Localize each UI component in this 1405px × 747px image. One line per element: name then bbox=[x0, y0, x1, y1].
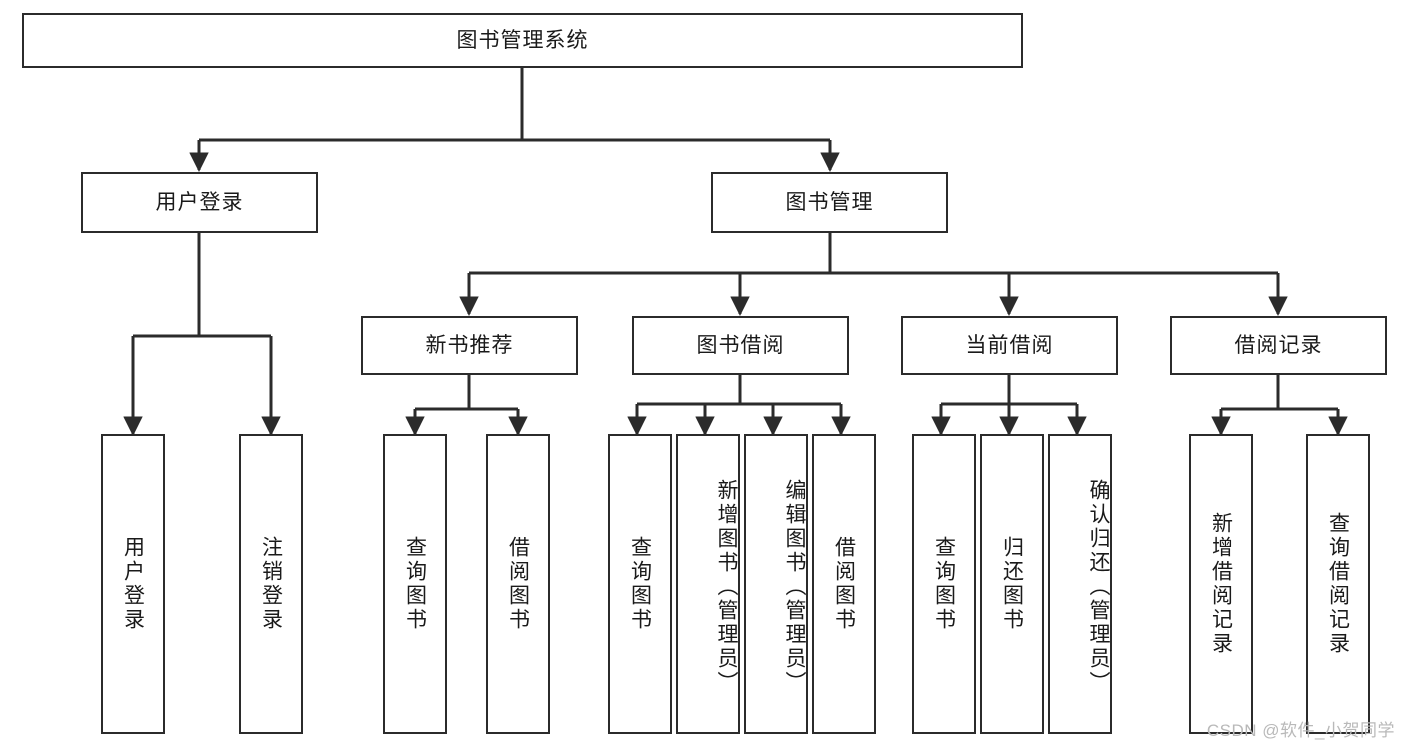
node-label: 新书推荐 bbox=[425, 333, 514, 357]
node-label: 用户登录 bbox=[121, 536, 145, 632]
node-label: 借阅记录 bbox=[1234, 333, 1323, 357]
node-leaf-borrow-book-2[interactable]: 借阅图书 bbox=[812, 434, 876, 734]
node-leaf-return-book[interactable]: 归还图书 bbox=[980, 434, 1044, 734]
node-new-book-recommend[interactable]: 新书推荐 bbox=[361, 316, 578, 375]
node-label: 用户登录 bbox=[155, 190, 244, 214]
node-leaf-query-book-1[interactable]: 查询图书 bbox=[383, 434, 447, 734]
node-label: 图书管理 bbox=[785, 190, 874, 214]
node-label: 图书借阅 bbox=[696, 333, 785, 357]
node-label: 编辑图书（管理员） bbox=[783, 479, 806, 695]
node-leaf-query-book-3[interactable]: 查询图书 bbox=[912, 434, 976, 734]
node-label: 确认归还（管理员） bbox=[1087, 479, 1110, 695]
node-label: 借阅图书 bbox=[832, 536, 856, 632]
node-user-login[interactable]: 用户登录 bbox=[81, 172, 318, 233]
node-label: 查询借阅记录 bbox=[1326, 512, 1350, 656]
node-label: 查询图书 bbox=[403, 536, 427, 632]
node-label: 查询图书 bbox=[932, 536, 956, 632]
node-borrow-record[interactable]: 借阅记录 bbox=[1170, 316, 1387, 375]
node-leaf-query-record[interactable]: 查询借阅记录 bbox=[1306, 434, 1370, 734]
node-leaf-add-record[interactable]: 新增借阅记录 bbox=[1189, 434, 1253, 734]
node-leaf-query-book-2[interactable]: 查询图书 bbox=[608, 434, 672, 734]
node-leaf-confirm-return[interactable]: 确认归还（管理员） bbox=[1048, 434, 1112, 734]
node-label: 图书管理系统 bbox=[456, 28, 589, 52]
node-current-borrow[interactable]: 当前借阅 bbox=[901, 316, 1118, 375]
node-label: 查询图书 bbox=[628, 536, 652, 632]
node-book-manage[interactable]: 图书管理 bbox=[711, 172, 948, 233]
watermark: CSDN @软件_小贺同学 bbox=[1206, 721, 1395, 740]
node-leaf-borrow-book-1[interactable]: 借阅图书 bbox=[486, 434, 550, 734]
node-leaf-user-login[interactable]: 用户登录 bbox=[101, 434, 165, 734]
node-label: 借阅图书 bbox=[506, 536, 530, 632]
node-label: 归还图书 bbox=[1000, 536, 1024, 632]
node-leaf-edit-book[interactable]: 编辑图书（管理员） bbox=[744, 434, 808, 734]
node-label: 新增借阅记录 bbox=[1209, 512, 1233, 656]
node-book-borrow[interactable]: 图书借阅 bbox=[632, 316, 849, 375]
node-leaf-add-book[interactable]: 新增图书（管理员） bbox=[676, 434, 740, 734]
node-label: 当前借阅 bbox=[965, 333, 1054, 357]
node-leaf-logout[interactable]: 注销登录 bbox=[239, 434, 303, 734]
node-label: 新增图书（管理员） bbox=[715, 479, 738, 695]
node-label: 注销登录 bbox=[259, 536, 283, 632]
node-system-title[interactable]: 图书管理系统 bbox=[22, 13, 1023, 68]
